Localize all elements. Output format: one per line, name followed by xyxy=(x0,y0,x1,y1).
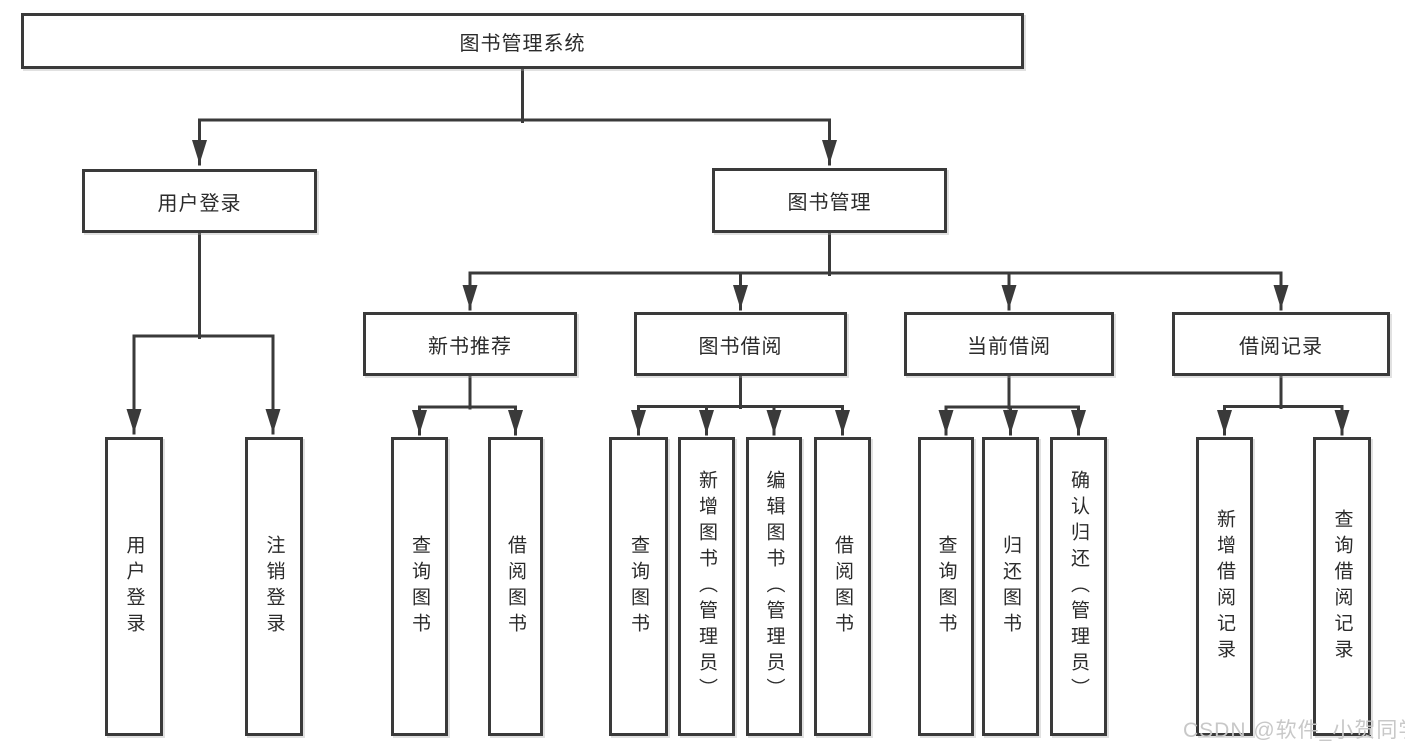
leaf-label: 用户登录 xyxy=(123,534,145,639)
node-user-login: 用户登录 xyxy=(82,169,317,233)
node-current-borrowing: 当前借阅 xyxy=(904,312,1114,376)
leaf-edit-books-admin: 编辑图书（管理员） xyxy=(746,437,802,736)
node-label: 图书借阅 xyxy=(698,335,783,358)
leaf-label: 查询借阅记录 xyxy=(1331,508,1353,665)
leaf-add-books-admin: 新增图书（管理员） xyxy=(678,437,735,736)
leaf-label: 新增图书（管理员） xyxy=(696,469,717,704)
leaf-label: 借阅图书 xyxy=(832,534,853,639)
node-label: 借阅记录 xyxy=(1239,335,1323,358)
node-library-management-system: 图书管理系统 xyxy=(21,13,1024,69)
leaf-label: 借阅图书 xyxy=(505,534,526,639)
node-label: 新书推荐 xyxy=(428,335,512,358)
node-book-management: 图书管理 xyxy=(712,168,947,233)
node-borrowing-records: 借阅记录 xyxy=(1172,312,1390,376)
leaf-confirm-return-admin: 确认归还（管理员） xyxy=(1050,437,1107,736)
leaf-user-login: 用户登录 xyxy=(105,437,163,736)
node-book-borrowing: 图书借阅 xyxy=(634,312,847,376)
leaf-label: 归还图书 xyxy=(1000,534,1021,639)
csdn-watermark: CSDN @软件_小贺同学 xyxy=(1183,719,1405,742)
leaf-label: 注销登录 xyxy=(263,534,285,639)
leaf-borrow-books-borrowing: 借阅图书 xyxy=(814,437,871,736)
node-label: 图书管理系统 xyxy=(459,32,586,55)
leaf-borrow-books-recommend: 借阅图书 xyxy=(488,437,543,736)
leaf-label: 查询图书 xyxy=(409,534,430,639)
leaf-add-borrow-record: 新增借阅记录 xyxy=(1196,437,1253,736)
leaf-query-books-current: 查询图书 xyxy=(918,437,974,736)
node-label: 当前借阅 xyxy=(967,335,1051,358)
leaf-query-books-borrowing: 查询图书 xyxy=(609,437,668,736)
node-label: 用户登录 xyxy=(157,192,242,215)
leaf-return-books: 归还图书 xyxy=(982,437,1039,736)
node-new-book-recommend: 新书推荐 xyxy=(363,312,577,376)
leaf-label: 查询图书 xyxy=(935,534,957,639)
leaf-logout: 注销登录 xyxy=(245,437,303,736)
leaf-label: 编辑图书（管理员） xyxy=(763,469,785,704)
leaf-label: 查询图书 xyxy=(628,534,649,639)
leaf-label: 新增借阅记录 xyxy=(1214,508,1235,665)
leaf-label: 确认归还（管理员） xyxy=(1068,469,1089,704)
leaf-query-borrow-record: 查询借阅记录 xyxy=(1313,437,1371,736)
leaf-query-books-recommend: 查询图书 xyxy=(391,437,448,736)
node-label: 图书管理 xyxy=(787,192,872,214)
